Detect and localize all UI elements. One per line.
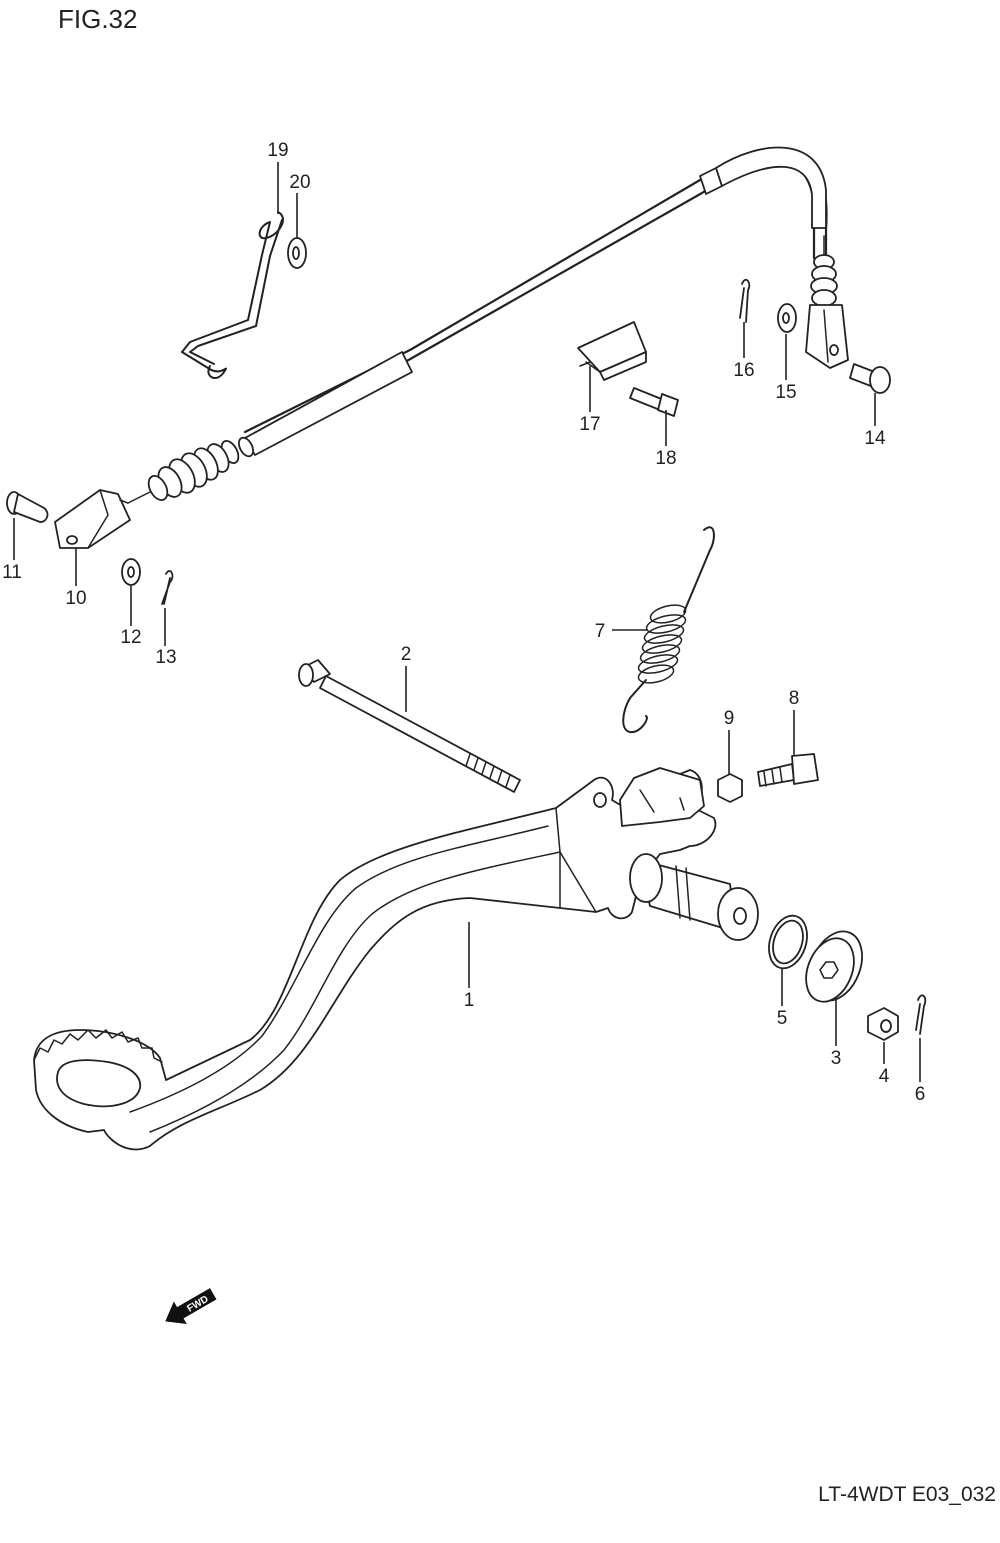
cotter-pin-13[interactable] <box>161 570 174 605</box>
callout-5: 5 <box>777 1008 788 1029</box>
callout-4: 4 <box>879 1066 890 1087</box>
callout-1: 1 <box>464 990 475 1011</box>
cotter-pin-16[interactable] <box>739 278 751 323</box>
callout-labels: 1 2 3 4 5 6 7 8 9 10 11 12 13 14 15 16 1… <box>2 140 925 1105</box>
callout-17: 17 <box>579 414 600 435</box>
callout-8: 8 <box>789 688 800 709</box>
callout-3: 3 <box>831 1048 842 1069</box>
bolt-18[interactable] <box>629 387 679 417</box>
fwd-label: FWD <box>185 1294 210 1315</box>
snap-ring[interactable] <box>763 911 814 973</box>
return-spring[interactable] <box>622 526 715 734</box>
washer-3[interactable] <box>797 924 871 1009</box>
callout-12: 12 <box>120 627 141 648</box>
callout-13: 13 <box>155 647 176 668</box>
washer-20[interactable] <box>287 237 307 269</box>
cotter-pin-6[interactable] <box>915 994 927 1035</box>
pivot-bolt[interactable] <box>298 659 521 793</box>
clevis-pin-right[interactable] <box>849 363 891 394</box>
leader-lines <box>13 162 921 1082</box>
callout-14: 14 <box>864 428 886 449</box>
cable-bracket[interactable] <box>577 321 647 381</box>
bolt-8[interactable] <box>757 753 819 787</box>
callout-19: 19 <box>267 140 288 161</box>
callout-16: 16 <box>733 360 754 381</box>
washer-15[interactable] <box>777 303 797 333</box>
callout-6: 6 <box>915 1084 926 1105</box>
cable-clevis-left <box>54 489 131 549</box>
clevis-pin-left[interactable] <box>6 491 49 523</box>
brake-cable[interactable] <box>54 146 849 549</box>
callout-7: 7 <box>595 621 606 642</box>
figure-title: FIG.32 <box>58 4 138 34</box>
nut-4[interactable] <box>867 1007 899 1041</box>
callout-20: 20 <box>289 172 310 193</box>
callout-15: 15 <box>775 382 796 403</box>
callout-11: 11 <box>2 562 22 583</box>
callout-10: 10 <box>65 588 86 609</box>
fwd-arrow-icon: FWD <box>165 1288 217 1325</box>
cable-clip[interactable] <box>181 211 284 380</box>
brake-pedal[interactable] <box>33 767 759 1151</box>
cable-boot-left <box>127 440 240 504</box>
nut-9[interactable] <box>717 773 743 803</box>
washer-12[interactable] <box>121 558 141 586</box>
callout-9: 9 <box>724 708 735 729</box>
callout-2: 2 <box>401 644 412 665</box>
cable-clevis-right <box>805 304 849 369</box>
figure-code: LT-4WDT E03_032 <box>818 1483 996 1506</box>
callout-18: 18 <box>655 448 676 469</box>
